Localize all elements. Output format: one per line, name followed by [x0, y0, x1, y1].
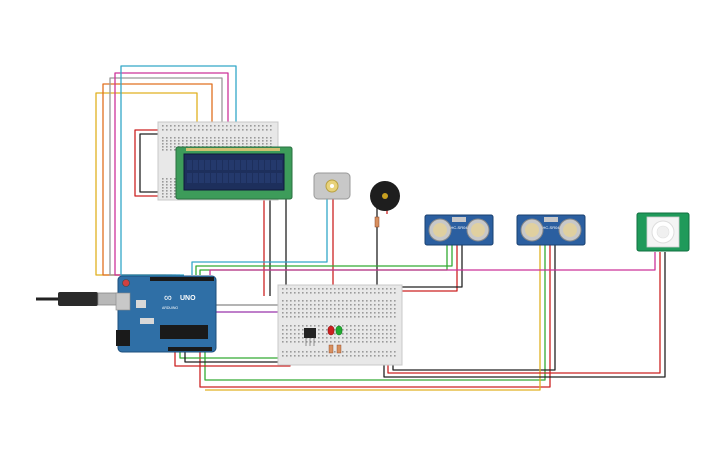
transistor[interactable]	[304, 328, 316, 346]
wire-magenta-pir	[209, 252, 656, 275]
piezo-buzzer[interactable]	[370, 181, 400, 228]
wire-cyan-motor	[191, 198, 328, 275]
wire-red-us2	[199, 244, 551, 388]
ultrasonic-1-label: HC-SR04	[450, 225, 468, 230]
wire-black-us1	[400, 244, 463, 288]
arduino-model-label: ARDUINO	[162, 306, 178, 310]
dc-motor[interactable]	[313, 172, 351, 200]
wire-red-us1	[400, 244, 458, 292]
ultrasonic-2-label: HC-SR04	[542, 225, 560, 230]
arduino-uno[interactable]: ∞ UNO ARDUINO	[115, 275, 217, 353]
wire-black-topbb	[139, 133, 160, 193]
led-red[interactable]	[327, 325, 335, 354]
ultrasonic-sensor-2[interactable]: HC-SR04	[516, 214, 586, 246]
arduino-brand-label: UNO	[180, 295, 196, 302]
wire-green-us1	[195, 244, 453, 275]
arduino-logo: ∞	[164, 292, 172, 304]
usb-cable	[36, 292, 119, 306]
wire-orange-us2	[205, 244, 541, 391]
lcd-16x2[interactable]	[175, 146, 293, 200]
wire-black-us2	[392, 244, 556, 371]
wire-cyan-lcd	[120, 65, 237, 276]
wire-red-topbb	[134, 129, 160, 197]
led-green[interactable]	[335, 325, 343, 354]
pir-sensor[interactable]	[636, 212, 690, 252]
wire-black-pir	[383, 252, 666, 378]
ultrasonic-sensor-1[interactable]: HC-SR04	[424, 214, 494, 246]
